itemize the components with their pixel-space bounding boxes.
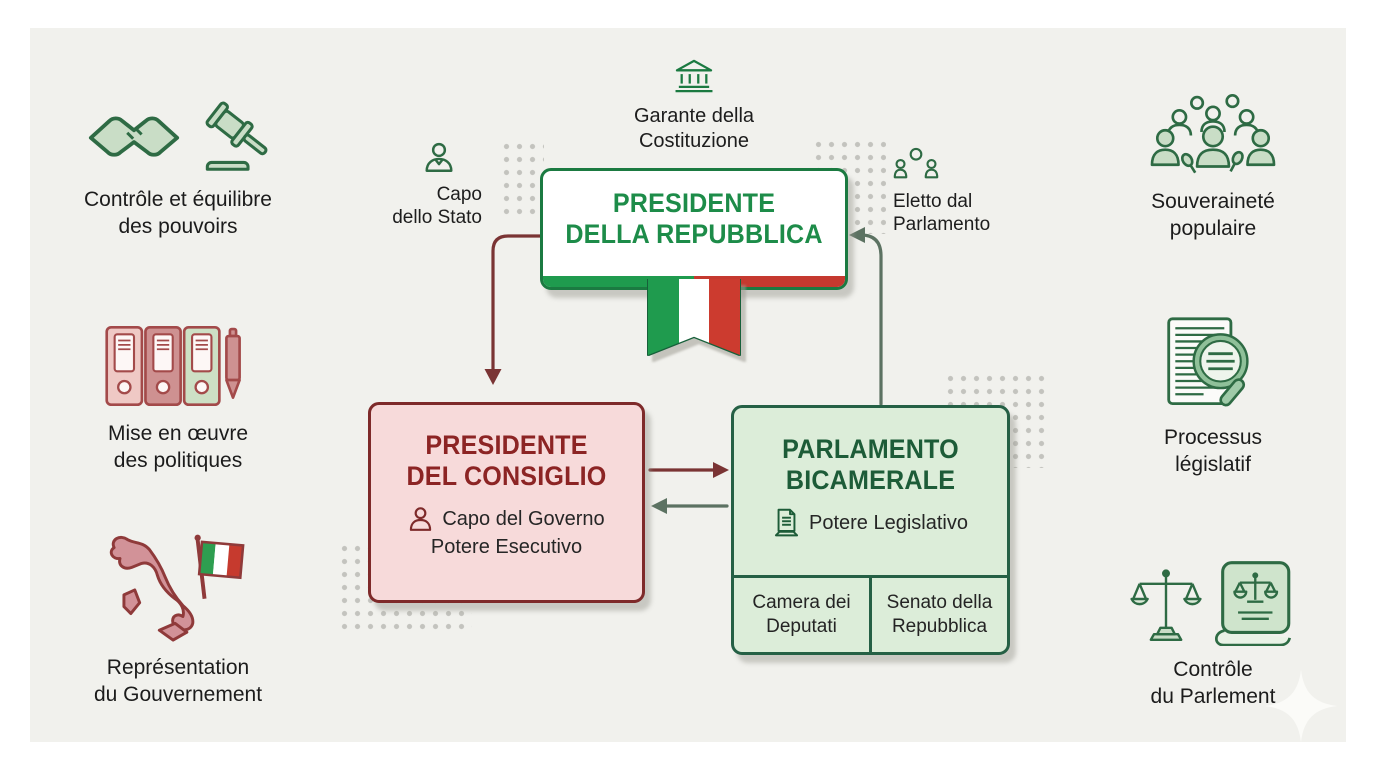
senato-line2: Repubblica (891, 616, 988, 637)
italian-flag-ribbon (648, 279, 740, 355)
parlamento-box-title: PARLAMENTO BICAMERALE (744, 408, 998, 495)
sparkle-icon (1264, 669, 1338, 743)
crowd-icon (1150, 94, 1276, 174)
president-box-title: PRESIDENTE DELLA REPUBBLICA (554, 171, 835, 249)
consiglio-title-line1: PRESIDENTE (425, 430, 588, 460)
capo-line1: Capo (436, 184, 482, 206)
eletto-line1: Eletto dal (893, 191, 973, 213)
right-item2-line2: législatif (1175, 453, 1251, 477)
right-item3-line1: Contrôle (1173, 658, 1253, 681)
garante-note: Garante della Costituzione (594, 58, 794, 153)
magnifier-icon (1219, 378, 1246, 407)
binders-icon (105, 325, 241, 407)
presidente-consiglio-box: PRESIDENTE DEL CONSIGLIO Capo del Govern… (368, 402, 645, 603)
gavel-icon (205, 101, 268, 171)
camera-deputati-cell: Camera dei Deputati (734, 578, 869, 652)
eletto-line2: Parlamento (893, 214, 991, 236)
left-item1-line2: des pouvoirs (118, 215, 238, 239)
capo-dello-stato-note: Capo dello Stato (360, 141, 482, 230)
camera-line1: Camera dei (752, 592, 851, 614)
pen-icon (225, 327, 241, 399)
parlamento-title-line1: PARLAMENTO (782, 434, 959, 464)
people-group-icon (893, 147, 939, 179)
president-title-line2: DELLA REPUBBLICA (565, 218, 823, 249)
handshake-icon (88, 116, 180, 157)
microphone-icon (1180, 152, 1197, 174)
side-item-processus: Processus législatif (1098, 316, 1328, 479)
president-repubblica-box: PRESIDENTE DELLA REPUBBLICA (540, 168, 848, 290)
left-item1-line1: Contrôle et équilibre (84, 188, 272, 211)
left-item3-line1: Représentation (106, 656, 250, 679)
left-item2-line2: des politiques (113, 449, 243, 473)
document-icon (774, 508, 799, 537)
bank-icon (675, 59, 713, 93)
right-item3-line2: du Parlement (1150, 685, 1276, 709)
flag-band (543, 276, 845, 287)
document-magnifier-icon (1167, 317, 1249, 407)
parlamento-role: Potere Legislativo (809, 511, 968, 534)
law-book-icon (1214, 561, 1291, 646)
left-item2-line1: Mise en œuvre (107, 422, 249, 445)
parlamento-title-line2: BICAMERALE (785, 464, 956, 495)
side-item-souverainete: Souveraineté populaire (1098, 94, 1328, 243)
content-background (30, 28, 1346, 742)
italy-map-icon (109, 534, 245, 642)
consiglio-role-line2: Potere Esecutivo (430, 536, 583, 558)
camera-line2: Deputati (766, 616, 837, 637)
dot-grid (500, 140, 544, 216)
garante-line1: Garante della (633, 105, 755, 128)
senato-line1: Senato della (886, 592, 993, 614)
consiglio-box-title: PRESIDENTE DEL CONSIGLIO (380, 405, 632, 491)
microphone-icon (1229, 150, 1244, 172)
consiglio-title-line2: DEL CONSIGLIO (406, 460, 607, 491)
person-bust-icon (425, 142, 453, 172)
italian-flag-icon (194, 534, 245, 600)
garante-line2: Costituzione (638, 129, 750, 152)
side-item-controle-parlement: Contrôle du Parlement (1098, 560, 1328, 711)
side-item-mise-en-oeuvre: Mise en œuvre des politiques (63, 322, 293, 475)
right-item1-line1: Souveraineté (1151, 190, 1275, 213)
left-item3-line2: du Gouvernement (93, 683, 263, 707)
right-item2-line1: Processus (1163, 426, 1263, 449)
president-title-line1: PRESIDENTE (612, 188, 776, 218)
parlamento-box: PARLAMENTO BICAMERALE Potere Legislativo… (731, 405, 1010, 655)
consiglio-role-line1: Capo del Governo (442, 507, 605, 530)
eletto-note: Eletto dal Parlamento (893, 147, 1033, 237)
senato-cell: Senato della Repubblica (869, 578, 1007, 652)
side-item-representation: Représentation du Gouvernement (63, 528, 293, 709)
scales-icon (1130, 569, 1202, 641)
side-item-controle-pouvoirs: Contrôle et équilibre des pouvoirs (63, 98, 293, 241)
capo-line2: dello Stato (392, 207, 482, 229)
person-icon (410, 507, 432, 531)
right-item1-line2: populaire (1169, 217, 1257, 241)
